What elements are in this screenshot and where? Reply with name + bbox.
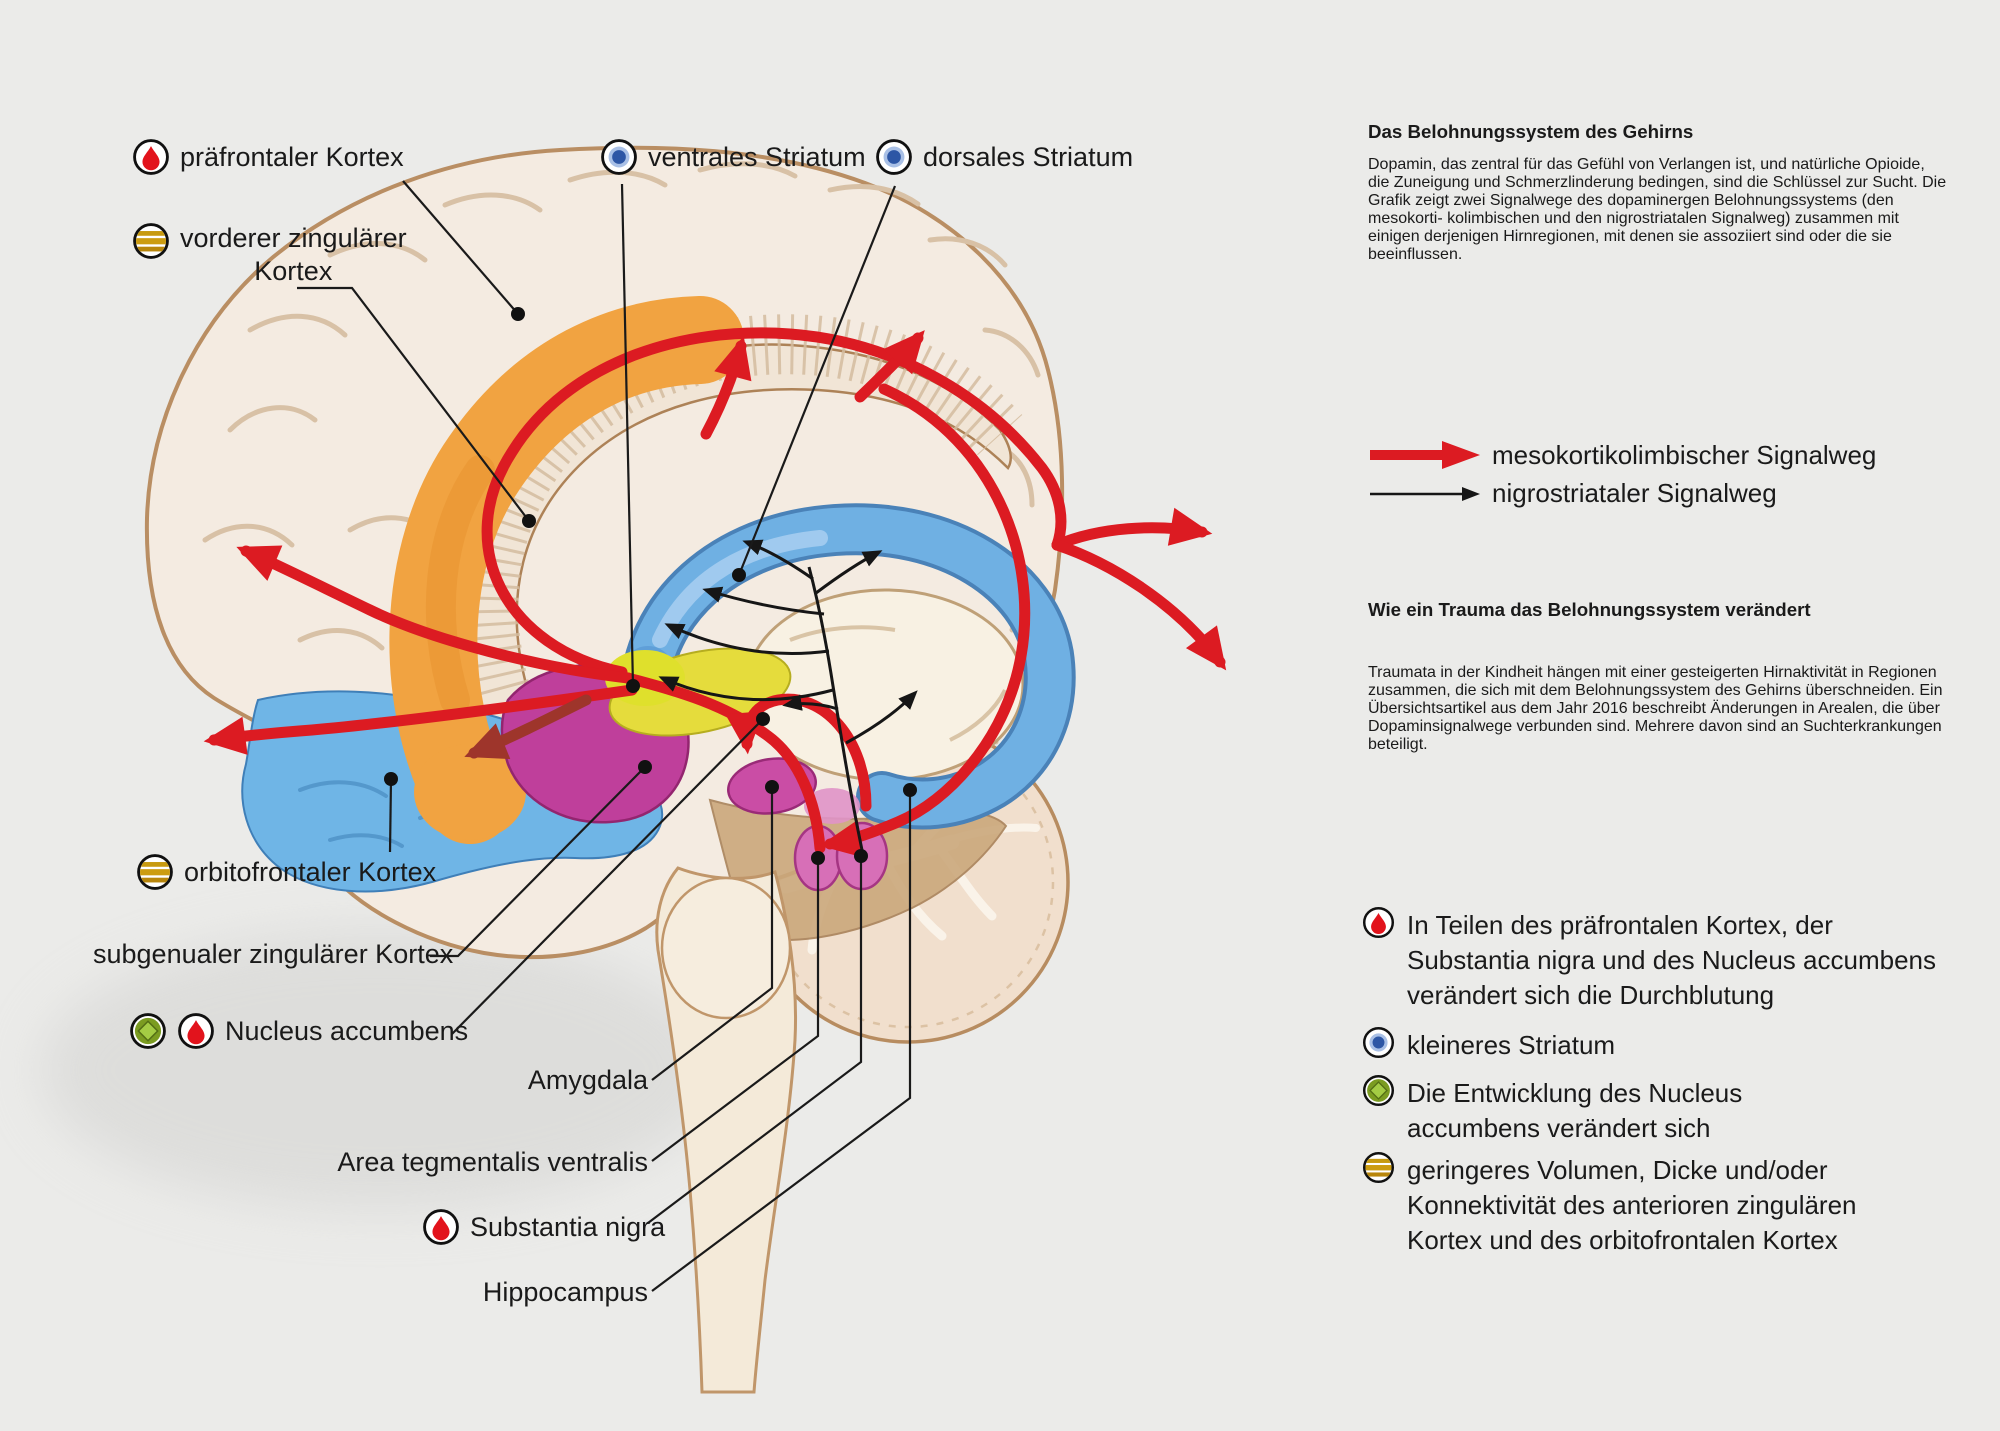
- gold-stripes-icon: [1362, 1151, 1395, 1184]
- intro-body: Dopamin, das zentral für das Gefühl von …: [1368, 156, 1947, 263]
- green-diamond-icon: [129, 1012, 167, 1050]
- gold-stripes-icon: [136, 853, 174, 891]
- striatum-circle-icon: [600, 138, 638, 176]
- red-arrow-frontal-upper: [236, 545, 634, 684]
- red-cingulum-arc: [481, 327, 1067, 678]
- black-arrow-icon: [1370, 486, 1480, 501]
- label-text: Nucleus accumbens: [225, 1015, 469, 1046]
- ground-shadow: [40, 930, 720, 1210]
- label-text: Hippocampus: [482, 1277, 648, 1307]
- red-arrow-hippocampal-loop: [819, 383, 1031, 858]
- pons: [660, 876, 792, 1020]
- green-diamond-icon: [1362, 1074, 1395, 1107]
- blood-drop-icon: [177, 1012, 215, 1050]
- label-anterior-cingulate-cortex: vorderer zingulärer Kortex: [132, 222, 407, 288]
- finding-text: Die Entwicklung des Nucleus accumbens ve…: [1407, 1078, 1743, 1143]
- finding-text: In Teilen des präfrontalen Kortex, der S…: [1407, 910, 1936, 1010]
- leader-orbitofrontal: [388, 778, 393, 853]
- blood-drop-icon: [1362, 906, 1395, 939]
- legend-nigrostriatal: nigrostriataler Signalweg: [1368, 478, 1777, 509]
- legend-label: mesokortikolimbischer Signalweg: [1492, 439, 1877, 470]
- label-text: präfrontaler Kortex: [180, 141, 404, 172]
- label-substantia-nigra: Substantia nigra: [422, 1208, 665, 1246]
- mesocorticolimbic-pathway: [203, 327, 1227, 858]
- label-text: dorsales Striatum: [923, 141, 1134, 172]
- label-ventral-tegmental-area: Area tegmentalis ventralis: [308, 1146, 648, 1179]
- label-text: vorderer zingulärer Kortex: [180, 223, 407, 286]
- finding-smaller-striatum: kleineres Striatum: [1362, 1026, 1615, 1063]
- trauma-title: Wie ein Trauma das Belohnungssystem verä…: [1368, 598, 1811, 620]
- label-text: ventrales Striatum: [648, 141, 866, 172]
- gold-stripes-icon: [132, 222, 170, 260]
- blood-drop-icon: [422, 1208, 460, 1246]
- label-text: Amygdala: [527, 1065, 648, 1095]
- finding-text: kleineres Striatum: [1407, 1030, 1616, 1060]
- label-ventral-striatum: ventrales Striatum: [600, 138, 866, 176]
- leader-nucleus-accumbens: [451, 718, 764, 1035]
- striatum-circle-icon: [875, 138, 913, 176]
- trauma-body: Traumata in der Kindheit hängen mit eine…: [1368, 664, 1943, 753]
- leader-lines: [297, 180, 917, 1292]
- leader-vta: [651, 858, 820, 1162]
- leader-substantia-nigra: [647, 858, 863, 1224]
- leader-ventral-striatum: [620, 183, 635, 687]
- label-text: Substantia nigra: [470, 1211, 666, 1242]
- red-arrow-orbitofrontal: [464, 694, 592, 760]
- blood-drop-icon: [132, 138, 170, 176]
- label-subgenual-cingulate-cortex: subgenualer zingulärer Kortex: [93, 938, 453, 971]
- leader-anterior-cingulate: [297, 286, 530, 522]
- leader-dorsal-striatum: [737, 185, 897, 576]
- label-nucleus-accumbens: Nucleus accumbens: [129, 1012, 468, 1050]
- leader-prefrontal: [402, 180, 519, 315]
- red-arrow-up-2: [854, 330, 925, 403]
- leader-dots: [384, 307, 917, 865]
- brainstem: [655, 866, 798, 1394]
- region-anterior-cingulate: [389, 296, 744, 844]
- finding-volume-connectivity: geringeres Volumen, Dicke und/oder Konne…: [1362, 1151, 1857, 1258]
- red-arrow-parietal-upper: [1051, 507, 1213, 551]
- red-arrow-parietal-lower: [1051, 539, 1227, 671]
- finding-text: geringeres Volumen, Dicke und/oder Konne…: [1407, 1155, 1857, 1255]
- red-arrow-frontal-lower: [203, 684, 638, 755]
- black-trunk: [807, 566, 864, 851]
- label-hippocampus: Hippocampus: [368, 1276, 648, 1309]
- label-orbitofrontal-cortex: orbitofrontaler Kortex: [136, 853, 436, 891]
- red-arrow-up-1: [700, 335, 752, 440]
- finding-blood-flow: In Teilen des präfrontalen Kortex, der S…: [1362, 906, 1936, 1013]
- intro-title: Das Belohnungssystem des Gehirns: [1368, 120, 1694, 142]
- label-text: orbitofrontaler Kortex: [184, 856, 437, 887]
- legend-mesocorticolimbic: mesokortikolimbischer Signalweg: [1368, 438, 1876, 472]
- leader-hippocampus: [651, 790, 912, 1292]
- red-arrow-icon: [1370, 441, 1480, 469]
- label-text: subgenualer zingulärer Kortex: [93, 939, 454, 969]
- leader-amygdala: [651, 787, 774, 1081]
- label-dorsal-striatum: dorsales Striatum: [875, 138, 1133, 176]
- label-text: Area tegmentalis ventralis: [337, 1147, 648, 1177]
- striatum-circle-icon: [1362, 1026, 1395, 1059]
- finding-accumbens-development: Die Entwicklung des Nucleus accumbens ve…: [1362, 1074, 1742, 1146]
- label-prefrontal-cortex: präfrontaler Kortex: [132, 138, 404, 176]
- label-amygdala: Amygdala: [388, 1064, 648, 1097]
- leader-subgenual: [430, 766, 646, 958]
- legend-label: nigrostriataler Signalweg: [1492, 478, 1777, 508]
